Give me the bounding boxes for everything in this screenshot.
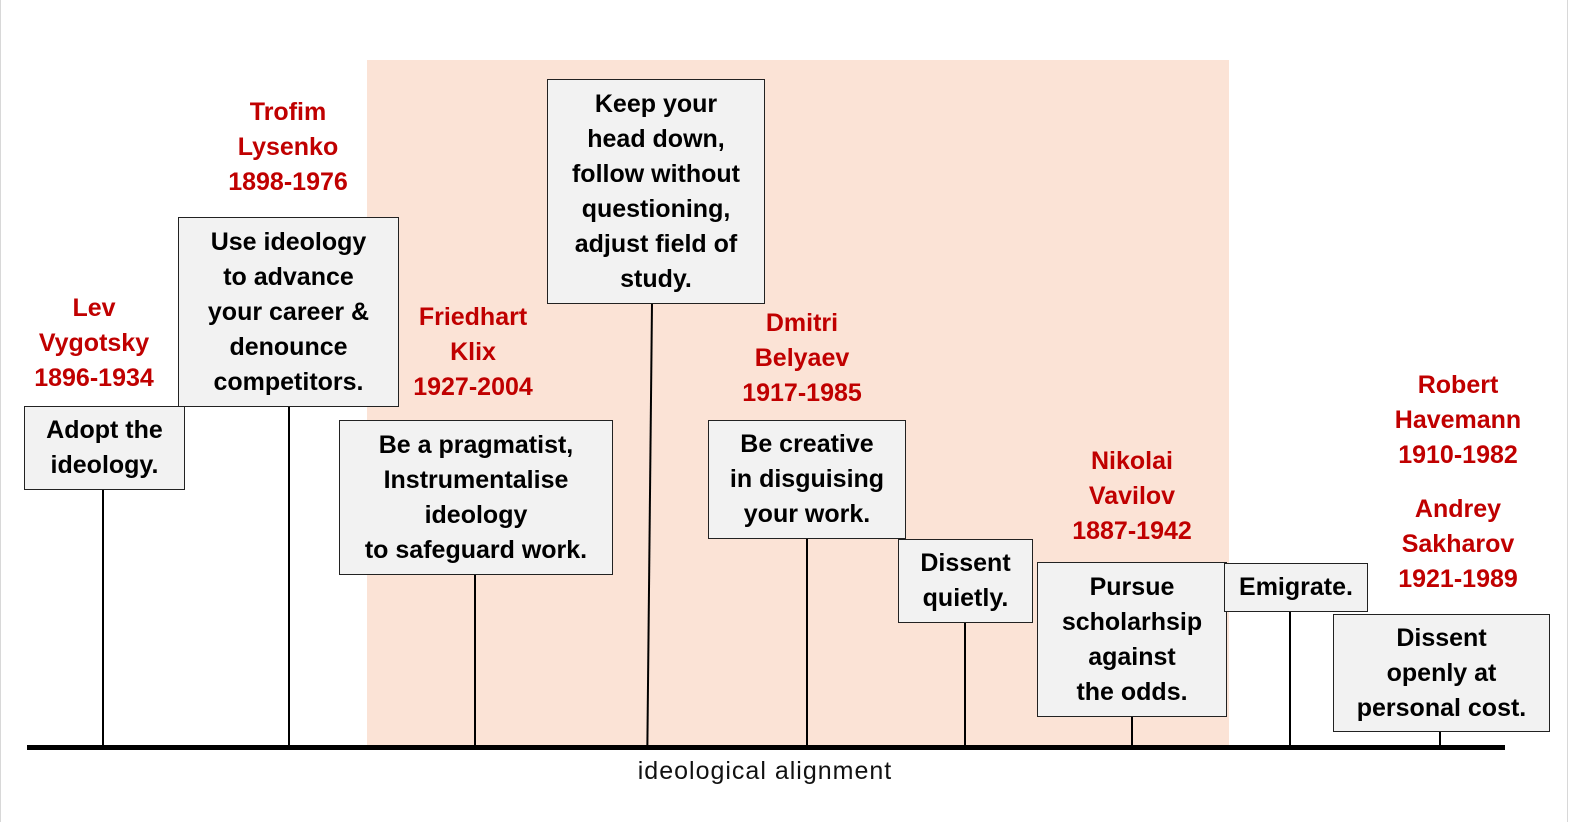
strategy-box-scholarship: Pursue scholarhsip against the odds. [1037,562,1227,717]
strategy-box-dissent-openly: Dissent openly at personal cost. [1333,614,1550,732]
strategy-box-emigrate: Emigrate. [1224,563,1368,612]
person-vygotsky: Lev Vygotsky 1896-1934 [34,294,154,392]
stem-openly [1439,731,1441,747]
stem-scholarship [1131,716,1133,747]
person-lysenko: Trofim Lysenko 1898-1976 [228,98,348,196]
stem-quiet [964,622,966,747]
strategy-box-creative: Be creative in disguising your work. [708,420,906,539]
x-axis-label: ideological alignment [637,757,893,785]
strategy-box-adopt: Adopt the ideology. [24,406,185,490]
stem-adopt [102,489,104,747]
person-belyaev: Dmitri Belyaev 1917-1985 [742,309,862,407]
person-sakharov: Andrey Sakharov 1921-1989 [1398,495,1518,593]
strategy-box-head-down: Keep your head down, follow without ques… [547,79,765,304]
strategy-box-use-ideology: Use ideology to advance your career & de… [178,217,399,407]
stem-use [288,406,290,747]
person-vavilov: Nikolai Vavilov 1887-1942 [1072,447,1192,545]
stem-emigrate [1289,611,1291,747]
person-klix: Friedhart Klix 1927-2004 [413,303,533,401]
person-havemann: Robert Havemann 1910-1982 [1394,371,1522,469]
stem-creative [806,538,808,747]
strategy-box-pragmatist: Be a pragmatist, Instrumentalise ideolog… [339,420,613,575]
strategy-box-dissent-quietly: Dissent quietly. [898,539,1033,623]
x-axis-line [27,745,1505,750]
stem-pragmatist [474,574,476,747]
